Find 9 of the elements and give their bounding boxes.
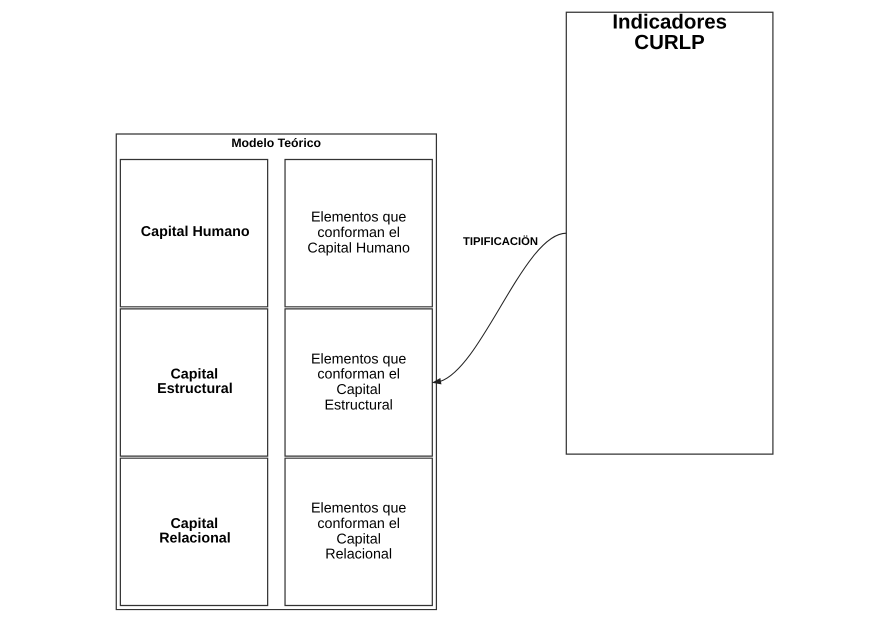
node-box: Elementos que conforman el Capital Humano — [284, 158, 433, 308]
node-box: Capital Relacional — [120, 458, 268, 606]
node-box: Elementos que conforman el Capital Relacional — [284, 458, 433, 606]
node-box: Capital Humano — [120, 158, 268, 308]
arrow — [432, 232, 566, 384]
node-box: Indicadores CURLP — [566, 12, 774, 455]
node-box: Capital Estructural — [120, 308, 268, 457]
node-box: Elementos que conforman el Capital Estructural — [284, 308, 433, 457]
edge-label: TIPIFICACIÖN — [463, 236, 538, 248]
